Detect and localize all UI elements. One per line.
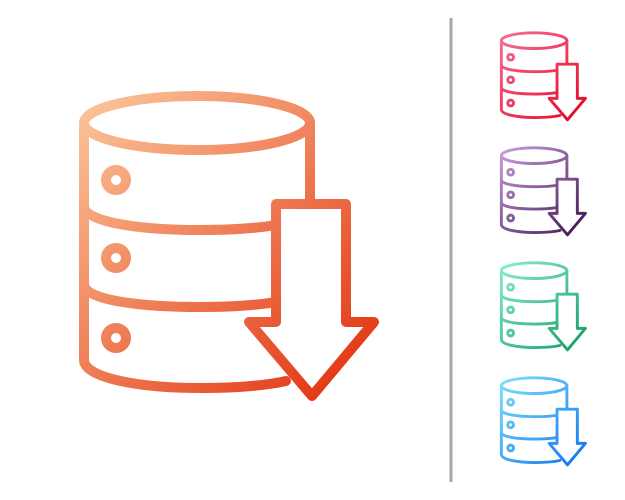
download-arrow — [547, 292, 587, 352]
disk-indicator-3 — [101, 323, 131, 353]
disk-indicator-2 — [506, 190, 515, 200]
cylinder-left-side — [499, 384, 562, 464]
download-arrow — [547, 407, 587, 467]
download-arrow — [547, 177, 587, 237]
cylinder-band-upper — [499, 178, 559, 189]
disk-indicator-1 — [506, 52, 515, 62]
download-arrow — [244, 199, 379, 401]
cylinder-band-lower — [499, 85, 559, 96]
cylinder-top-ellipse — [499, 376, 569, 395]
cylinder-band-upper — [79, 201, 281, 235]
disk-indicator-1 — [101, 165, 131, 195]
disk-indicator-2 — [506, 305, 515, 315]
disk-indicator-3 — [506, 98, 515, 108]
cylinder-left-side — [499, 39, 562, 119]
database-download-icon-green — [499, 261, 587, 352]
color-variants-column — [499, 31, 587, 467]
disk-indicator-2 — [506, 420, 515, 430]
cylinder-band-lower — [79, 279, 281, 312]
cylinder-left-side — [499, 154, 562, 234]
database-download-icon-blue — [499, 376, 587, 467]
cylinder-band-upper — [499, 408, 559, 419]
cylinder-top-ellipse — [499, 261, 569, 280]
download-arrow — [547, 62, 587, 122]
disk-indicator-1 — [506, 397, 515, 407]
cylinder-top-ellipse — [79, 91, 315, 155]
disk-indicator-1 — [506, 282, 515, 292]
cylinder-left-side — [499, 269, 562, 349]
cylinder-top-ellipse — [499, 146, 569, 165]
disk-indicator-3 — [506, 328, 515, 338]
database-download-icon-purple — [499, 146, 587, 237]
cylinder-left-side — [79, 118, 291, 393]
cylinder-band-lower — [499, 315, 559, 326]
disk-indicator-3 — [506, 443, 515, 453]
disk-indicator-2 — [101, 243, 131, 273]
cylinder-band-upper — [499, 63, 559, 74]
main-database-download-icon — [79, 91, 379, 401]
database-download-icon — [79, 91, 379, 401]
cylinder-band-lower — [499, 430, 559, 441]
cylinder-band-lower — [499, 200, 559, 211]
cylinder-top-ellipse — [499, 31, 569, 50]
cylinder-band-upper — [499, 293, 559, 304]
disk-indicator-3 — [506, 213, 515, 223]
disk-indicator-1 — [506, 167, 515, 177]
disk-indicator-2 — [506, 75, 515, 85]
database-download-icon-red — [499, 31, 587, 122]
